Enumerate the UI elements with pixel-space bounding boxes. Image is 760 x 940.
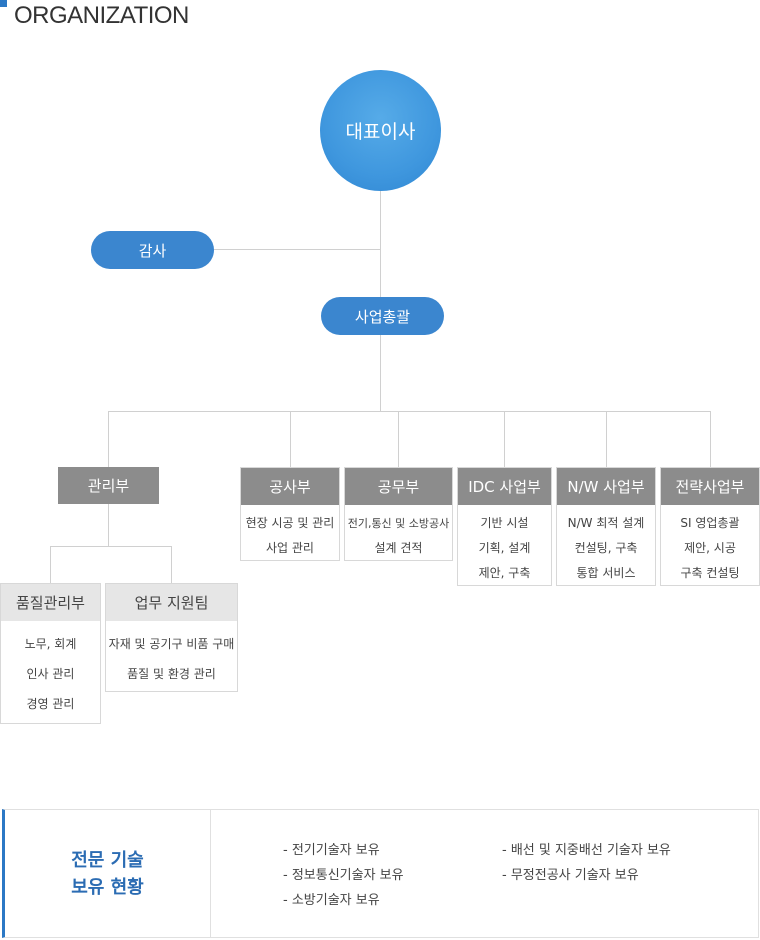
skills-title: 전문 기술 보유 현황	[5, 810, 211, 937]
dept-item: 통합 서비스	[576, 566, 636, 580]
ceo-node: 대표이사	[320, 70, 441, 191]
dept-strategy: 전략사업부 SI 영업총괄 제안, 시공 구축 컨설팅	[660, 467, 760, 586]
dept-item: 제안, 시공	[684, 541, 736, 555]
connector-line	[213, 249, 381, 250]
dept-construction: 공사부 현장 시공 및 관리 사업 관리	[240, 467, 340, 561]
sub-business-support: 업무 지원팀 자재 및 공기구 비품 구매 품질 및 환경 관리	[105, 583, 238, 692]
dept-item: 사업 관리	[266, 541, 314, 555]
audit-node: 감사	[91, 231, 214, 269]
dept-header: 공사부	[241, 468, 339, 505]
dept-idc: IDC 사업부 기반 시설 기획, 설계 제안, 구축	[457, 467, 552, 586]
connector-line	[108, 411, 109, 467]
sub-item: 경영 관리	[26, 697, 75, 711]
skills-item: - 소방기술자 보유	[283, 893, 380, 908]
dept-item: 제안, 구축	[478, 566, 531, 580]
sub-item: 자재 및 공기구 비품 구매	[108, 637, 235, 651]
sub-item: 노무, 회계	[24, 637, 77, 651]
skills-title-line1: 전문 기술	[71, 849, 144, 871]
dept-item: 컨설팅, 구축	[574, 541, 638, 555]
connector-line	[171, 546, 172, 584]
dept-item: 전기,통신 및 소방공사	[347, 517, 450, 530]
sub-item: 품질 및 환경 관리	[127, 667, 216, 681]
admin-dept-label: 관리부	[87, 477, 130, 495]
dept-header: IDC 사업부	[458, 468, 551, 505]
dept-network: N/W 사업부 N/W 최적 설계 컨설팅, 구축 통합 서비스	[556, 467, 656, 586]
connector-line	[50, 546, 172, 547]
dept-header: 공무부	[345, 468, 452, 505]
admin-dept-node: 관리부	[58, 467, 159, 504]
title-accent-mark	[0, 0, 7, 7]
page-title: ORGANIZATION	[14, 2, 189, 29]
connector-line	[380, 334, 381, 412]
connector-line	[50, 546, 51, 584]
skills-item: - 정보통신기술자 보유	[283, 868, 404, 883]
sub-item: 인사 관리	[26, 667, 75, 681]
connector-line	[108, 504, 109, 547]
skills-item: - 무정전공사 기술자 보유	[502, 868, 639, 883]
connector-line	[380, 190, 381, 298]
dept-public-works: 공무부 전기,통신 및 소방공사 설계 견적	[344, 467, 453, 561]
dept-header: 전략사업부	[661, 468, 759, 505]
connector-line	[398, 411, 399, 467]
dept-item: SI 영업총괄	[680, 516, 740, 530]
ceo-label: 대표이사	[345, 121, 416, 143]
dept-item: 구축 컨설팅	[680, 566, 740, 580]
skills-list-left: - 전기기술자 보유 - 정보통신기술자 보유 - 소방기술자 보유	[283, 838, 404, 913]
connector-line	[290, 411, 291, 467]
general-management-label: 사업총괄	[354, 307, 411, 326]
skills-panel: 전문 기술 보유 현황 - 전기기술자 보유 - 정보통신기술자 보유 - 소방…	[2, 809, 759, 938]
skills-list-right: - 배선 및 지중배선 기술자 보유 - 무정전공사 기술자 보유	[502, 838, 671, 888]
sub-header: 업무 지원팀	[106, 584, 237, 621]
dept-item: 설계 견적	[374, 541, 423, 555]
dept-header: N/W 사업부	[557, 468, 655, 505]
connector-line	[606, 411, 607, 467]
dept-item: N/W 최적 설계	[567, 516, 645, 530]
connector-line	[504, 411, 505, 467]
dept-item: 현장 시공 및 관리	[245, 516, 335, 530]
sub-quality-management: 품질관리부 노무, 회계 인사 관리 경영 관리	[0, 583, 101, 724]
dept-item: 기반 시설	[480, 516, 529, 530]
audit-label: 감사	[138, 241, 167, 260]
dept-item: 기획, 설계	[478, 541, 531, 555]
general-management-node: 사업총괄	[321, 297, 444, 335]
skills-title-line2: 보유 현황	[71, 876, 144, 898]
skills-item: - 배선 및 지중배선 기술자 보유	[502, 843, 671, 858]
skills-item: - 전기기술자 보유	[283, 843, 380, 858]
sub-header: 품질관리부	[1, 584, 100, 621]
connector-line	[108, 411, 711, 412]
connector-line	[710, 411, 711, 467]
